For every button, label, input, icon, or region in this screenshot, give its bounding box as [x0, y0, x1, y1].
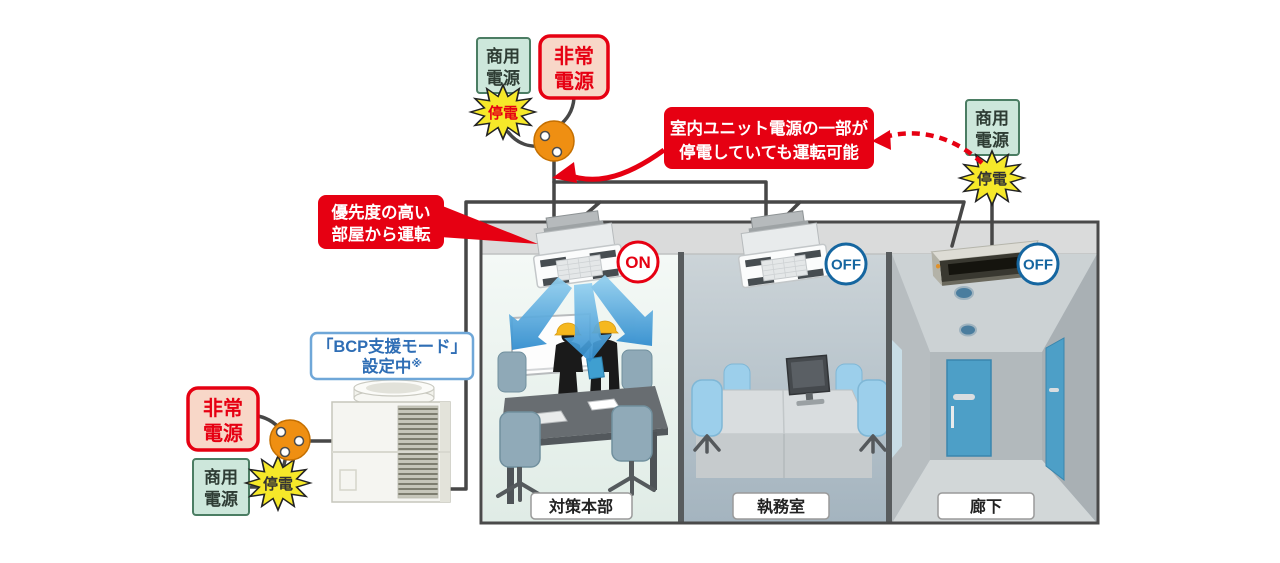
corridor-right-door	[1045, 337, 1065, 482]
indoor-unit-cassette-off	[732, 207, 831, 289]
bcp-mode-line2: 設定中※	[362, 356, 422, 376]
chair	[497, 351, 527, 393]
room-divider-wall	[886, 252, 892, 523]
status-on-label: ON	[625, 253, 651, 272]
corridor-left-wall	[892, 254, 930, 523]
room-label-rouka: 廊下	[970, 497, 1002, 516]
status-badge-on: ON	[616, 240, 660, 284]
emergency-power-box: 非常 電源	[186, 386, 260, 452]
outage-label: 停電	[977, 170, 1007, 188]
power-source-left: 非常 電源 商用 電源 停電	[186, 386, 312, 516]
bcp-mode-line1: 「BCP支援モード」	[317, 336, 467, 356]
commercial-power-label: 商用	[975, 108, 1009, 128]
emergency-power-box: 非常 電源	[538, 34, 610, 100]
commercial-power-label: 電源	[975, 130, 1009, 150]
status-off-label: OFF	[1023, 257, 1053, 274]
indoor-unit-cassette-on	[527, 207, 626, 289]
chair	[857, 379, 889, 454]
outage-label: 停電	[263, 475, 293, 493]
ceiling-light-icon	[959, 323, 977, 337]
status-badge-off: OFF	[824, 242, 868, 286]
callout-partial-line1: 室内ユニット電源の一部が	[670, 118, 869, 138]
corridor-window	[892, 340, 902, 458]
callout-partial-line2: 停電していても運転可能	[679, 142, 859, 162]
monitor-icon	[785, 354, 831, 406]
commercial-power-box: 商用 電源	[192, 458, 250, 516]
commercial-power-box: 商用 電源	[965, 99, 1020, 156]
airflow-arrows	[509, 275, 653, 362]
solid-red-arrowhead-icon	[552, 162, 577, 183]
room-divider-wall	[678, 252, 684, 523]
chair	[691, 379, 723, 454]
airflow-arrow-icon	[591, 275, 653, 346]
dashed-red-arrow	[881, 131, 984, 165]
callout-priority-line2: 部屋から運転	[332, 224, 432, 244]
commercial-power-label: 電源	[204, 489, 238, 509]
emergency-power-label: 電源	[203, 422, 243, 445]
dashed-red-arrowhead-icon	[872, 130, 891, 150]
commercial-power-box: 商用 電源	[476, 37, 531, 94]
commercial-power-label: 商用	[204, 467, 238, 487]
power-outage-burst-icon: 停電	[469, 84, 537, 140]
chair	[496, 411, 544, 502]
outdoor-unit	[331, 379, 451, 503]
airflow-arrow-icon	[509, 277, 572, 350]
room-label-taisaku-honbu: 対策本部	[548, 497, 613, 516]
outage-label: 停電	[488, 104, 518, 122]
room-label-shitsumushitsu: 執務室	[757, 497, 805, 516]
power-source-top: 商用 電源 非常 電源 停電	[469, 34, 610, 162]
desk-island	[695, 389, 873, 478]
wire-bus-emergency	[552, 180, 768, 218]
callout-priority-line1: 優先度の高い	[331, 202, 431, 222]
emergency-power-label: 電源	[554, 70, 594, 93]
blue-folder-icon	[586, 356, 605, 380]
room-name-plates: 対策本部 執務室 廊下	[530, 492, 1035, 520]
status-badge-off: OFF	[1016, 242, 1060, 286]
chair	[608, 405, 656, 496]
chair	[621, 349, 653, 391]
callout-pointer-icon	[440, 205, 538, 244]
office-scene	[691, 354, 889, 478]
emergency-power-label: 非常	[554, 45, 594, 68]
power-outage-burst-icon: 停電	[244, 455, 312, 511]
commercial-power-label: 電源	[486, 68, 520, 88]
status-off-label: OFF	[831, 257, 861, 274]
ceiling-light-icon	[954, 286, 974, 300]
solid-red-arrow	[565, 147, 666, 182]
callout-partial-outage: 室内ユニット電源の一部が 停電していても運転可能	[552, 107, 984, 183]
emergency-power-label: 非常	[203, 397, 243, 420]
power-switch-junction-icon	[269, 419, 311, 461]
bcp-mode-box: 「BCP支援モード」 設定中※	[309, 331, 475, 381]
commercial-power-label: 商用	[486, 46, 520, 66]
corridor-scene	[892, 254, 1097, 523]
airflow-arrow-icon	[564, 283, 612, 362]
power-source-right: 商用 電源 停電	[958, 99, 1026, 206]
power-switch-junction-icon	[533, 120, 575, 162]
power-outage-burst-icon: 停電	[958, 150, 1026, 206]
corridor-center-door	[946, 359, 992, 457]
callout-priority: 優先度の高い 部屋から運転	[318, 195, 538, 249]
